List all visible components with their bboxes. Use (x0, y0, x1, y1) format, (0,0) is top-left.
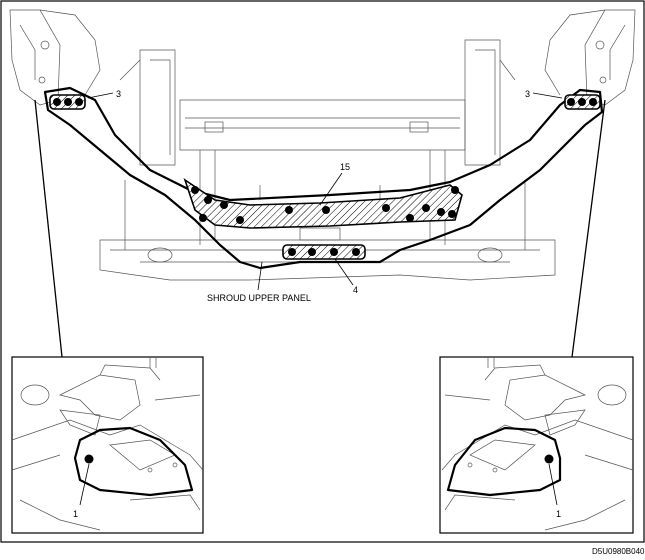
fastener-dots (53, 98, 597, 256)
shroud-upper-panel-outline (43, 86, 604, 270)
leader-lines (87, 92, 563, 291)
upper-tape-15 (183, 178, 463, 229)
figure-border (0, 0, 645, 543)
vehicle-front-structure (9, 9, 636, 281)
left-detail-inset (11, 356, 204, 534)
figure-code: D5U0980B040 (592, 547, 645, 556)
label-shroud-upper-panel: SHROUD UPPER PANEL (207, 293, 311, 303)
left-inset-fastener (84, 454, 94, 464)
label-part-15: 15 (340, 162, 350, 172)
lower-tape-4 (282, 244, 366, 260)
label-part-3-right: 3 (525, 89, 530, 99)
zoom-connector-lines (34, 99, 606, 358)
label-part-1-right: 1 (556, 509, 561, 519)
right-detail-inset (439, 356, 634, 534)
label-part-3-left: 3 (116, 89, 121, 99)
right-inset-fastener (544, 454, 554, 464)
label-part-1-left: 1 (73, 509, 78, 519)
label-part-4: 4 (353, 285, 358, 295)
